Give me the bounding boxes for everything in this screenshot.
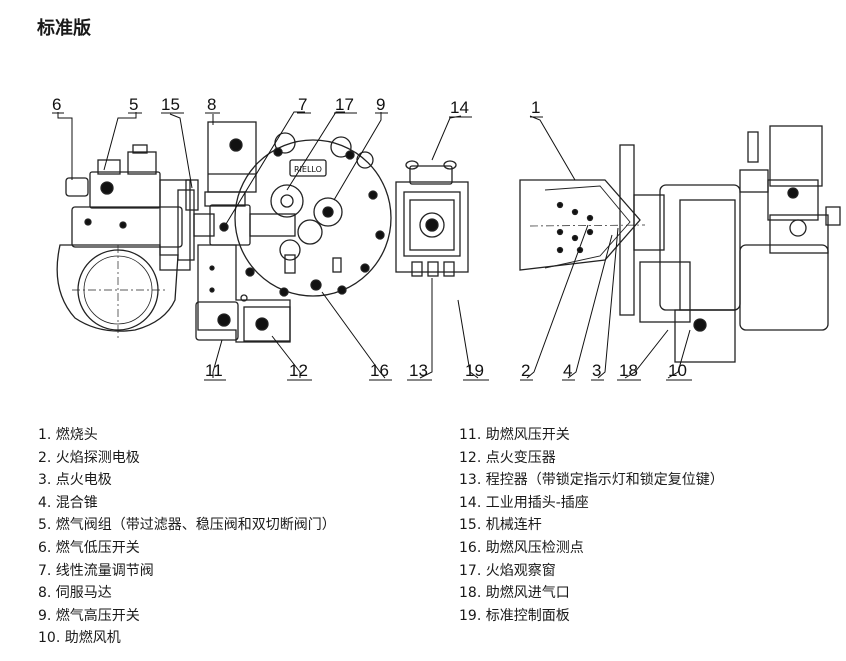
combustion-fan xyxy=(674,309,736,363)
burner-front-view: RIELLO xyxy=(56,121,469,343)
legend-item: 9. 燃气高压开关 xyxy=(38,607,140,624)
gas-low-pressure-switch xyxy=(65,177,89,197)
legend-item: 19. 标准控制面板 xyxy=(459,607,570,624)
legend-item: 6. 燃气低压开关 xyxy=(38,539,140,556)
side-servo-motor xyxy=(769,125,823,187)
callout-16: 16 xyxy=(370,361,389,380)
callout-9: 9 xyxy=(376,95,385,114)
gas-high-pressure-switch xyxy=(313,197,343,227)
legend-item: 10. 助燃风机 xyxy=(38,630,121,647)
legend-item: 4. 混合锥 xyxy=(38,494,98,511)
legend-item: 2. 火焰探测电极 xyxy=(38,449,140,466)
callout-11: 11 xyxy=(205,361,223,380)
callout-18: 18 xyxy=(619,361,638,380)
callout-15: 15 xyxy=(161,95,180,114)
flame-sight-glass xyxy=(270,184,304,218)
callout-8: 8 xyxy=(207,95,216,114)
callout-3: 3 xyxy=(592,361,601,380)
legend-item: 3. 点火电极 xyxy=(38,472,112,489)
industrial-plug xyxy=(409,165,453,185)
callout-13: 13 xyxy=(409,361,428,380)
callout-6: 6 xyxy=(52,95,61,114)
legend-right: 11. 助燃风压开关 12. 点火变压器 13. 程控器（带锁定指示灯和锁定复位… xyxy=(459,424,724,627)
legend-item: 12. 点火变压器 xyxy=(459,449,556,466)
callout-2: 2 xyxy=(521,361,530,380)
callout-19: 19 xyxy=(465,361,484,380)
legend-left: 1. 燃烧头 2. 火焰探测电极 3. 点火电极 4. 混合锥 5. 燃气阀组（… xyxy=(38,424,336,650)
callout-12: 12 xyxy=(289,361,308,380)
flow-regulating-valve xyxy=(209,204,251,246)
fan-housing xyxy=(659,184,741,311)
ignition-transformer xyxy=(243,306,291,342)
air-pressure-test-point xyxy=(310,279,322,291)
legend-item: 5. 燃气阀组（带过滤器、稳压阀和双切断阀门） xyxy=(38,517,336,534)
callout-17: 17 xyxy=(335,95,354,114)
legend-item: 11. 助燃风压开关 xyxy=(459,427,570,443)
page-title: 标准版 xyxy=(37,18,91,39)
callout-7: 7 xyxy=(298,95,307,114)
legend-item: 1. 燃烧头 xyxy=(38,427,98,443)
legend-item: 15. 机械连杆 xyxy=(459,517,542,534)
callout-4: 4 xyxy=(563,361,572,380)
legend-item: 18. 助燃风进气口 xyxy=(459,585,570,602)
legend-item: 17. 火焰观察窗 xyxy=(459,562,556,579)
combustion-head xyxy=(519,179,641,271)
brand-label: RIELLO xyxy=(294,165,322,174)
legend-item: 16. 助燃风压检测点 xyxy=(459,539,584,556)
burner-side-view xyxy=(519,125,841,363)
legend-item: 7. 线性流量调节阀 xyxy=(38,562,154,579)
legend-item: 13. 程控器（带锁定指示灯和锁定复位键） xyxy=(459,472,724,489)
callout-1: 1 xyxy=(531,98,540,117)
gas-valve-body xyxy=(71,206,183,248)
legend-item: 8. 伺服马达 xyxy=(38,585,112,602)
burner-diagram: RIELLO xyxy=(52,95,841,381)
burner-flange xyxy=(234,139,392,297)
air-pressure-switch xyxy=(195,301,239,341)
callout-14: 14 xyxy=(450,98,469,117)
control-box xyxy=(395,181,469,273)
callout-5: 5 xyxy=(129,95,138,114)
servo-motor xyxy=(207,121,257,193)
fan-motor xyxy=(739,244,829,331)
legend-item: 14. 工业用插头-插座 xyxy=(459,494,589,511)
callout-10: 10 xyxy=(668,361,687,380)
